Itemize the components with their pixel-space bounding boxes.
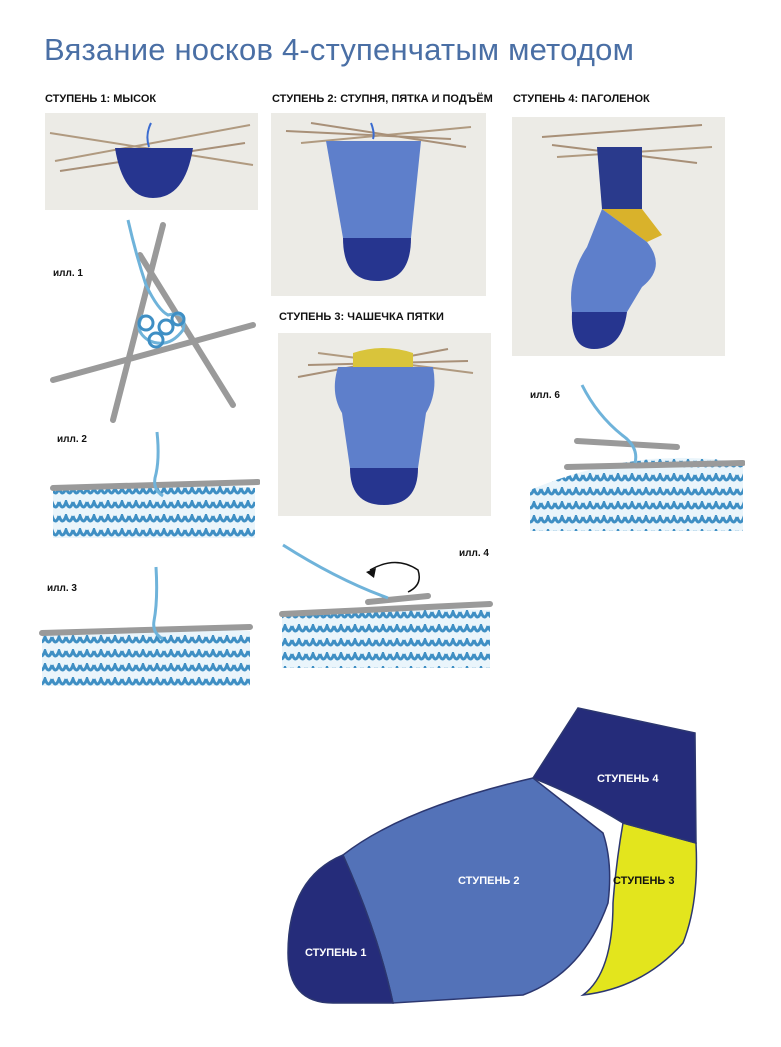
sock-zone-2-label: СТУПЕНЬ 2 <box>458 875 520 887</box>
step-3-label: СТУПЕНЬ 3: ЧАШЕЧКА ПЯТКИ <box>279 311 444 323</box>
step-1-label: СТУПЕНЬ 1: МЫСОК <box>45 93 157 105</box>
step-4-label: СТУПЕНЬ 4: ПАГОЛЕНОК <box>513 93 650 105</box>
sock-zone-3-label: СТУПЕНЬ 3 <box>613 875 675 887</box>
sock-zone-4-label: СТУПЕНЬ 4 <box>597 773 659 785</box>
leg-photo <box>512 117 725 356</box>
sock-zone-3 <box>580 822 698 997</box>
sock-zone-1-label: СТУПЕНЬ 1 <box>305 947 367 959</box>
ill-4-knitting <box>278 540 493 670</box>
ill-1-needles <box>48 215 258 430</box>
toe-photo <box>45 113 258 210</box>
page-title: Вязание носков 4-ступенчатым методом <box>44 32 635 67</box>
ill-2-knitting <box>45 430 260 540</box>
ill-2-label: илл. 2 <box>57 434 87 445</box>
ill-3-label: илл. 3 <box>47 583 77 594</box>
sock-diagram: СТУПЕНЬ 4 СТУПЕНЬ 2 СТУПЕНЬ 3 СТУПЕНЬ 1 <box>283 703 703 1005</box>
sock-zone-1 <box>287 854 394 1004</box>
ill-1-label: илл. 1 <box>53 268 83 279</box>
ill-3-knitting <box>38 565 253 688</box>
ill-4-label: илл. 4 <box>459 548 489 559</box>
sock-zone-4 <box>531 707 697 844</box>
ill-6-knitting <box>527 375 745 533</box>
step-2-label: СТУПЕНЬ 2: СТУПНЯ, ПЯТКА И ПОДЪЁМ <box>272 93 493 105</box>
ill-6-label: илл. 6 <box>530 390 560 401</box>
heel-cup-photo <box>278 333 491 516</box>
foot-photo <box>271 113 486 296</box>
